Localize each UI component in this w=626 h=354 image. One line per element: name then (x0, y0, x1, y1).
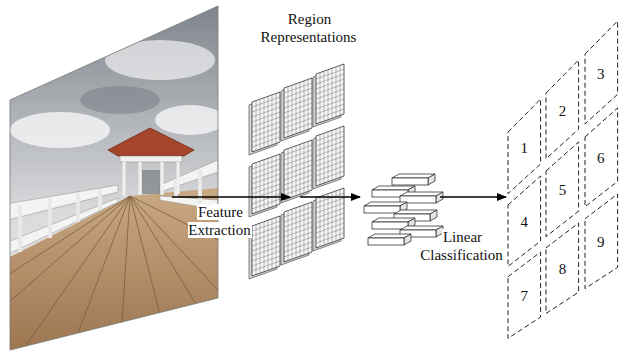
region-number: 1 (520, 140, 528, 156)
stage-label: Linear Classification (410, 228, 514, 264)
label-text: Linear Classification (420, 229, 504, 263)
vector-bar (392, 174, 435, 185)
feature-map (313, 126, 344, 189)
region-cell: 8 (546, 223, 579, 313)
region-number: 5 (559, 182, 567, 198)
feature-map (281, 202, 312, 265)
vector-bar (368, 234, 411, 245)
region-number: 3 (597, 66, 605, 82)
arrow (172, 196, 290, 198)
region-cell: 7 (508, 252, 541, 338)
region-number: 8 (559, 261, 567, 277)
feature-map (249, 154, 280, 217)
region-cell: 2 (546, 60, 579, 159)
region-number: 7 (520, 288, 528, 304)
label-text: Region Representations (261, 11, 358, 45)
region-number: 9 (597, 234, 605, 250)
stage-label: Feature Extraction (184, 203, 256, 239)
feature-maps (249, 64, 344, 279)
vector-bar (400, 192, 443, 203)
region-vectors (364, 174, 443, 245)
feature-map (313, 64, 344, 127)
region-cell: 4 (508, 176, 541, 266)
stage-label: Region Representations (250, 10, 368, 46)
region-number: 2 (559, 103, 567, 119)
region-cell: 1 (508, 99, 541, 194)
region-number: 4 (520, 214, 528, 230)
region-number: 6 (597, 150, 605, 166)
arrow (300, 196, 360, 198)
region-cell: 6 (585, 108, 618, 207)
feature-map (281, 140, 312, 203)
region-cell: 9 (585, 194, 618, 289)
feature-map (249, 92, 280, 155)
feature-map (281, 78, 312, 141)
arrow (440, 196, 506, 198)
pier-photo (0, 0, 225, 354)
label-text: Feature Extraction (188, 204, 251, 238)
region-cell: 5 (546, 142, 579, 237)
region-cell: 3 (585, 21, 618, 124)
feature-map (249, 216, 280, 279)
